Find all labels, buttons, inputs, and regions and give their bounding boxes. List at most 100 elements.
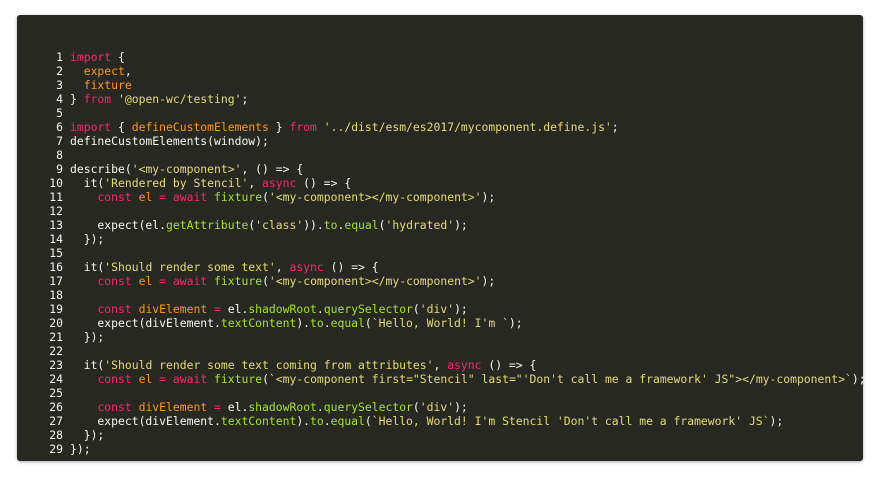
code-token: , () => { [241,162,304,176]
line-number: 18 [49,288,63,302]
code-line: 1 import { [17,50,863,64]
code-token [132,400,139,414]
code-token [132,190,139,204]
code-token: ( [262,190,269,204]
code-token: from [289,120,317,134]
line-number: 9 [56,162,63,176]
code-token [166,274,173,288]
code-text: }); [70,428,105,442]
code-token: it( [70,176,105,190]
code-token: expect [83,64,125,78]
code-line: 27 expect(divElement.textContent).to.equ… [17,414,863,428]
code-token: ); [481,274,496,288]
code-token: const [97,274,132,288]
code-token: async [262,176,297,190]
code-line: 21 }); [17,330,863,344]
code-line: 12 [17,204,863,218]
code-token [70,302,97,316]
code-text: expect(divElement.textContent).to.equal(… [70,316,523,330]
line-number: 14 [49,232,63,246]
code-line: 2 expect, [17,64,863,78]
code-token [70,372,97,386]
code-token: ); [454,218,468,232]
code-text: const el = await fixture('<my-component>… [70,190,495,204]
code-line: 28 }); [17,428,863,442]
code-token [132,302,139,316]
code-text: const el = await fixture(`<my-component … [70,372,863,386]
code-token: '@open-wc/testing' [118,92,242,106]
code-token: = [159,372,167,386]
code-token: . [323,414,331,428]
code-token: from [83,92,112,106]
code-token: }); [70,330,105,344]
code-token: textContent [220,414,297,428]
code-token [70,400,97,414]
code-line: 13 expect(el.getAttribute('class')).to.e… [17,218,863,232]
code-token: `Hello, World! I'm ` [371,316,509,330]
code-token: const [97,400,132,414]
code-token: ); [508,316,523,330]
code-token: 'hydrated' [385,218,455,232]
code-token: ( [248,218,256,232]
line-number: 19 [49,302,63,316]
code-token [70,64,84,78]
line-number: 5 [56,106,63,120]
code-line: 23 it('Should render some text coming fr… [17,358,863,372]
code-token: . [337,218,345,232]
code-text: }); [70,442,91,456]
line-number: 29 [49,442,63,456]
code-text: describe('<my-component>', () => { [70,162,303,176]
code-token: await [172,274,208,288]
code-token: 'Rendered by Stencil' [104,176,249,190]
code-text: defineCustomElements(window); [70,134,269,148]
code-token: ); [851,372,863,386]
code-line: 10 it('Rendered by Stencil', async () =>… [17,176,863,190]
code-token: defineCustomElements(window); [70,134,269,148]
code-token: defineCustomElements [131,120,269,134]
code-text: fixture [70,78,132,92]
code-token: { [111,50,125,64]
code-token: it( [70,358,105,372]
code-line: 8 [17,148,863,162]
line-number: 1 [56,50,63,64]
code-token: { [111,120,132,134]
code-token: ); [769,414,784,428]
code-text: }); [70,330,105,344]
line-number: 21 [49,330,63,344]
code-token: () => { [296,176,352,190]
code-token: '<my-component>' [131,162,242,176]
code-line: 3 fixture [17,78,863,92]
code-token: } [70,92,84,106]
code-token: to [310,414,324,428]
code-text: it('Should render some text', async () =… [70,260,379,274]
code-line: 14 }); [17,232,863,246]
line-number: 3 [56,78,63,92]
code-token: async [289,260,324,274]
code-token: textContent [220,316,297,330]
code-token [70,190,97,204]
code-token: 'div' [419,302,455,316]
code-text: const divElement = el.shadowRoot.querySe… [70,302,467,316]
code-line: 22 [17,344,863,358]
code-token: () => { [481,358,537,372]
line-number: 6 [56,120,63,134]
code-line: 16 it('Should render some text', async (… [17,260,863,274]
line-number: 17 [49,274,63,288]
code-token: fixture [214,274,263,288]
code-token [166,372,173,386]
line-number: 25 [49,386,63,400]
code-token: , [275,260,290,274]
code-token: . [316,400,324,414]
code-token: ; [241,92,249,106]
code-token: expect(el. [70,218,167,232]
code-line: 11 const el = await fixture('<my-compone… [17,190,863,204]
code-token: 'Should render some text' [104,260,276,274]
code-token: const [97,190,132,204]
line-number: 15 [49,246,63,260]
code-token: import [70,50,112,64]
code-line: 24 const el = await fixture(`<my-compone… [17,372,863,386]
code-token: `Hello, World! I'm Stencil 'Don't call m… [371,414,770,428]
code-token: `<my-component first="Stencil" last="'Do… [268,372,852,386]
